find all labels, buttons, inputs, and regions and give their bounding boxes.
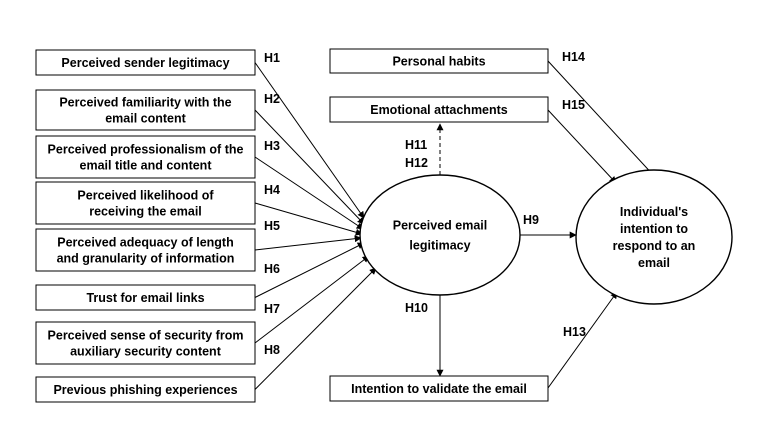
validate-intention-box-label-line-1: Intention to validate the email <box>351 382 527 396</box>
antecedent-box-3-label-line-1: Perceived professionalism of the <box>48 143 244 157</box>
hypothesis-h11: H11 <box>405 138 427 152</box>
edge-h4 <box>254 202 363 236</box>
outcome-label-line-2: intention to <box>620 222 688 236</box>
antecedent-box-7: Perceived sense of security from auxiliar… <box>35 321 256 365</box>
outcome-ellipse <box>575 169 733 305</box>
hypothesis-h14: H14 <box>562 50 585 64</box>
edge-h13 <box>547 291 618 389</box>
antecedent-box-5-frame <box>35 228 256 272</box>
hypothesis-h7: H7 <box>264 302 280 316</box>
edges-layer <box>254 60 657 390</box>
antecedent-box-1-label-line-1: Perceived sender legitimacy <box>61 56 229 70</box>
outcome-construct: Individual's intention to respond to an ema… <box>575 169 733 305</box>
antecedent-box-2-label-line-2: email content <box>105 112 186 126</box>
personal-habits-box-label-line-1: Personal habits <box>392 55 485 69</box>
antecedent-box-5-label-line-1: Perceived adequacy of length <box>57 236 233 250</box>
hypothesis-h9: H9 <box>523 213 539 227</box>
emotional-attachments-box-frame <box>329 96 549 123</box>
edge-h15 <box>547 109 617 184</box>
hypothesis-h5: H5 <box>264 219 280 233</box>
antecedent-box-5-label-line-2: and granularity of information <box>57 252 235 266</box>
central-ellipse <box>359 174 521 296</box>
hypothesis-h15: H15 <box>562 98 585 112</box>
hypothesis-h6: H6 <box>264 262 280 276</box>
hypothesis-h12: H12 <box>405 156 428 170</box>
antecedent-box-1: Perceived sender legitimacy <box>35 49 256 76</box>
antecedent-box-4-label-line-2: receiving the email <box>89 205 202 219</box>
personal-habits-box: Personal habits <box>329 48 549 74</box>
edge-h8 <box>254 267 377 390</box>
antecedent-box-1-frame <box>35 49 256 76</box>
antecedent-box-7-frame <box>35 321 256 365</box>
central-construct: Perceived email legitimacy <box>359 174 521 296</box>
edge-h6 <box>254 242 365 298</box>
hypothesis-h8: H8 <box>264 343 280 357</box>
outcome-label-line-3: respond to an <box>613 239 696 253</box>
antecedent-box-6: Trust for email links <box>35 284 256 311</box>
antecedent-box-2-label-line-1: Perceived familiarity with the <box>59 96 231 110</box>
emotional-attachments-box: Emotional attachments <box>329 96 549 123</box>
antecedent-box-4-frame <box>35 181 256 225</box>
antecedent-box-6-label-line-1: Trust for email links <box>86 291 204 305</box>
antecedent-box-4: Perceived likelihood of receiving the ema… <box>35 181 256 225</box>
antecedent-box-3-frame <box>35 135 256 179</box>
central-label-line-2: legitimacy <box>409 239 470 253</box>
antecedent-box-6-frame <box>35 284 256 311</box>
edge-h1 <box>254 62 365 219</box>
personal-habits-box-frame <box>329 48 549 74</box>
validate-intention-box-frame <box>329 375 549 402</box>
antecedent-box-8-label-line-1: Previous phishing experiences <box>53 383 237 397</box>
emotional-attachments-box-label-line-1: Emotional attachments <box>370 103 508 117</box>
antecedent-box-3: Perceived professionalism of the email ti… <box>35 135 256 179</box>
antecedent-box-4-label-line-1: Perceived likelihood of <box>77 189 214 203</box>
hypothesis-h13: H13 <box>563 325 586 339</box>
validate-intention-box: Intention to validate the email <box>329 375 549 402</box>
hypothesis-h2: H2 <box>264 92 280 106</box>
edge-h14 <box>547 60 657 179</box>
antecedent-box-8-frame <box>35 376 256 403</box>
antecedent-box-7-label-line-2: auxiliary security content <box>70 345 222 359</box>
central-label-line-1: Perceived email <box>393 219 488 233</box>
outcome-label-line-1: Individual's <box>620 205 688 219</box>
antecedent-box-7-label-line-1: Perceived sense of security from <box>48 329 244 343</box>
antecedent-box-8: Previous phishing experiences <box>35 376 256 403</box>
antecedent-box-5: Perceived adequacy of length and granular… <box>35 228 256 272</box>
edge-h2 <box>254 109 365 225</box>
antecedent-box-2: Perceived familiarity with the email cont… <box>35 89 256 131</box>
hypothesis-h10: H10 <box>405 301 428 315</box>
hypothesis-h4: H4 <box>264 183 280 197</box>
edge-h3 <box>254 156 364 230</box>
outcome-label-line-4: email <box>638 256 670 270</box>
hypothesis-h1: H1 <box>264 51 280 65</box>
hypothesis-h3: H3 <box>264 139 280 153</box>
antecedent-box-2-frame <box>35 89 256 131</box>
antecedent-box-3-label-line-2: email title and content <box>80 159 213 173</box>
edge-h5 <box>254 235 362 251</box>
edge-h7 <box>254 255 370 344</box>
